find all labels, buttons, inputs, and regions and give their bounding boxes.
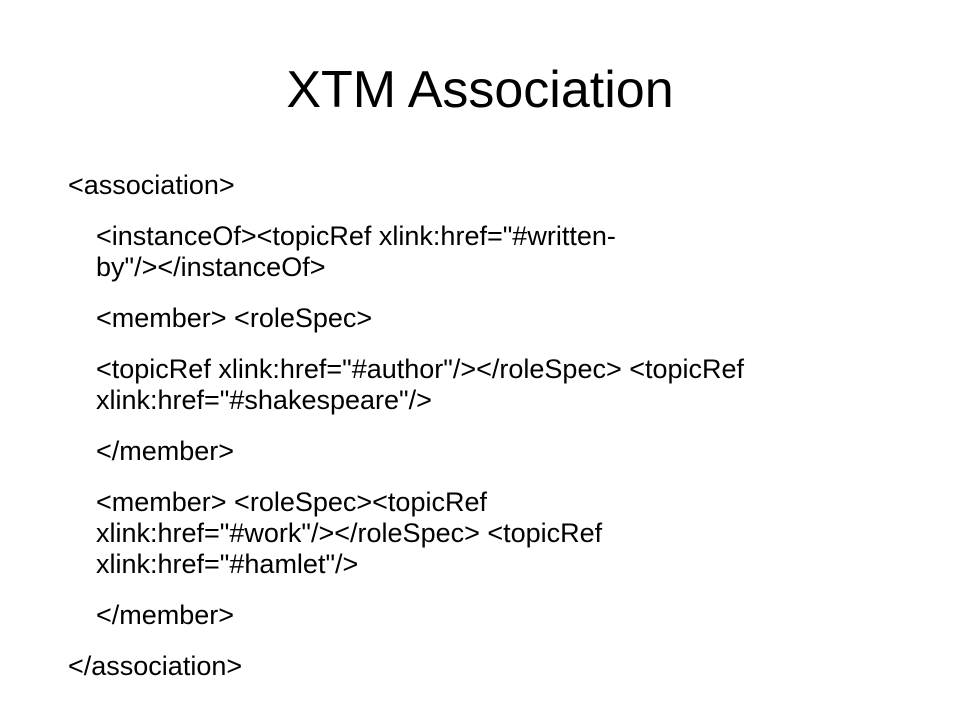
code-line-member-1-open: <member> <roleSpec>	[96, 303, 373, 333]
code-line-member-2-open: <member> <roleSpec><topicRef	[96, 487, 487, 517]
code-line-member-1-topic: xlink:href="#shakespeare"/>	[96, 385, 432, 415]
code-line-member-2-close: </member>	[96, 600, 235, 630]
slide-body: <association> <instanceOf><topicRef xlin…	[68, 170, 888, 682]
code-line-member-1-close: </member>	[96, 436, 235, 466]
code-line-instanceof-2: by"/></instanceOf>	[96, 252, 326, 282]
code-line-member-1-role: <topicRef xlink:href="#author"/></roleSp…	[96, 354, 745, 384]
code-line-instanceof-1: <instanceOf><topicRef xlink:href="#writt…	[96, 221, 616, 251]
code-line-member-2-role: xlink:href="#work"/></roleSpec> <topicRe…	[96, 518, 603, 548]
code-line-association-open: <association>	[68, 170, 235, 200]
code-line-member-2-topic: xlink:href="#hamlet"/>	[96, 549, 359, 579]
code-line-association-close: </association>	[68, 651, 243, 681]
slide-title: XTM Association	[286, 61, 674, 119]
